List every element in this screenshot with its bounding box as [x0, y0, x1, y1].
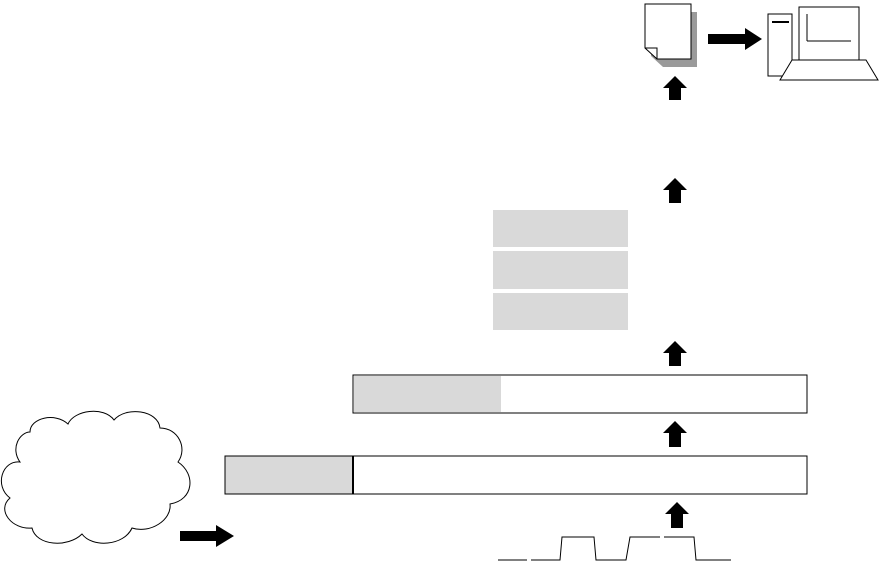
document-icon: [644, 3, 697, 67]
arrow-right-icon: [708, 28, 762, 50]
stack-box: [493, 210, 628, 247]
lower-layer-bar: [224, 455, 808, 495]
upper-layer-bar: [352, 374, 808, 414]
arrow-up-icon: [665, 502, 689, 528]
pulse-signal-icon: [498, 536, 731, 561]
stack-box: [493, 293, 628, 330]
arrow-up-icon: [663, 341, 687, 366]
arrow-up-icon: [663, 178, 687, 203]
arrow-up-icon: [663, 76, 687, 100]
cloud-icon: [0, 410, 191, 544]
computer-icon: [767, 6, 879, 81]
stack-box: [493, 251, 628, 289]
arrow-right-icon: [180, 525, 234, 547]
arrow-up-icon: [663, 421, 687, 447]
